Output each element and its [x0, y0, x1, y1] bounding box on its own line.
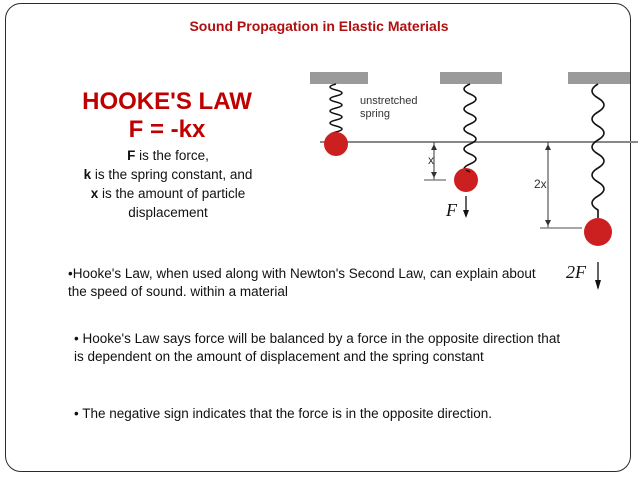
mass-1: [324, 132, 348, 156]
definition-spring-constant: k is the spring constant, and: [83, 167, 253, 182]
definition-force: F is the force,: [127, 148, 209, 163]
spring-1: [329, 83, 343, 144]
bullet-newton: •Hooke's Law, when used along with Newto…: [68, 266, 536, 299]
mass-2-rod: [465, 169, 471, 173]
slide-title: Sound Propagation in Elastic Materials: [189, 18, 449, 34]
law-formula: F = -kx: [128, 116, 206, 143]
support-block-2: [440, 72, 502, 84]
spring-3: [591, 83, 605, 218]
definition-displacement: x is the amount of particle displacement: [90, 186, 246, 220]
slide-frame: [5, 3, 631, 472]
label-F: F: [445, 200, 458, 220]
bullet-balanced-force: • Hooke's Law says force will be balance…: [74, 331, 561, 364]
mass-2: [454, 168, 478, 192]
label-unstretched-2: spring: [360, 108, 390, 120]
support-block-3: [568, 72, 630, 84]
spring-2: [463, 83, 477, 182]
law-title: HOOKE'S LAW: [82, 88, 252, 115]
label-2x: 2x: [534, 177, 547, 191]
spring-diagram: unstretched spring x 2x F 2F: [300, 66, 638, 296]
label-unstretched-1: unstretched: [360, 95, 417, 107]
bullet-negative-sign: • The negative sign indicates that the f…: [74, 406, 492, 421]
definitions: F is the force, k is the spring constant…: [52, 146, 284, 222]
support-block-1: [310, 72, 368, 84]
label-2F: 2F: [566, 262, 587, 282]
label-x: x: [428, 153, 434, 167]
mass-3: [584, 218, 612, 246]
